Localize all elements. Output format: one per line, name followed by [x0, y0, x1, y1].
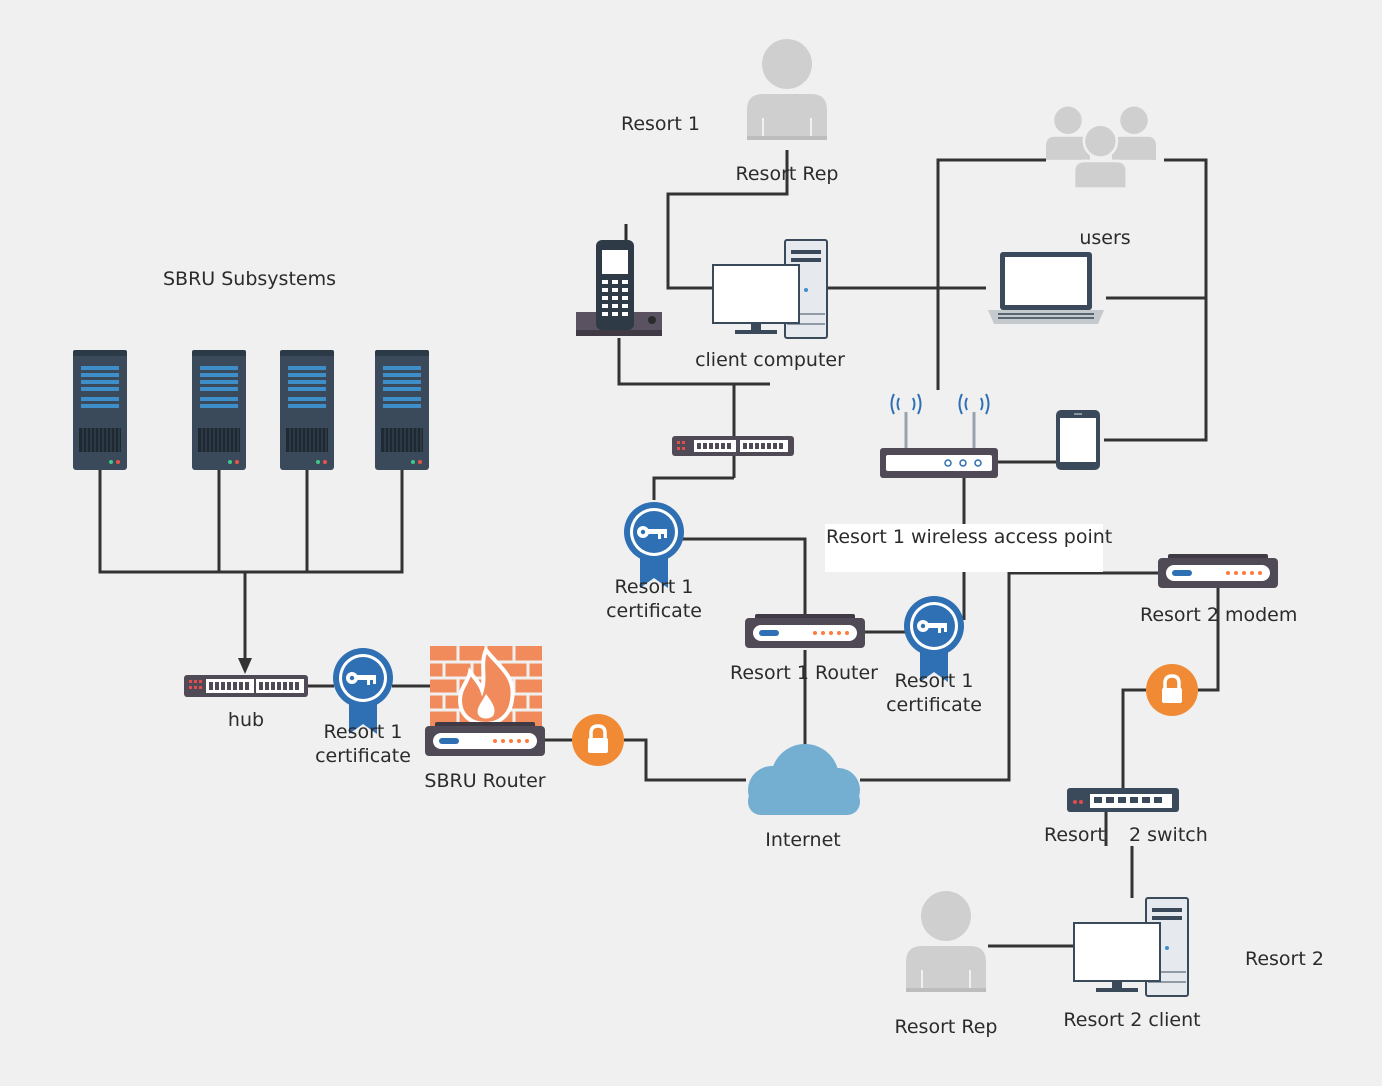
client-computer-label: client computer	[695, 349, 845, 371]
phone-icon	[576, 224, 662, 336]
wap-label: Resort 1 wireless access point	[826, 526, 1113, 548]
users-icon	[1046, 106, 1156, 191]
sbru-router-label: SBRU Router	[424, 770, 546, 792]
lock-icon	[570, 712, 626, 768]
resort2-modem-label: Resort 2 modem	[1140, 604, 1298, 626]
server-icon	[72, 349, 128, 471]
arrow-head	[238, 658, 252, 674]
person-icon	[747, 39, 827, 140]
server-icon	[191, 349, 247, 471]
hub-label: hub	[227, 709, 265, 731]
subsystems-title: SBRU Subsystems	[163, 268, 336, 290]
resort1-router-label: Resort 1 Router	[730, 662, 878, 684]
cloud-icon	[748, 744, 860, 815]
wap-label-box	[825, 524, 1103, 572]
server-icon	[279, 349, 335, 471]
router-icon	[425, 722, 545, 756]
server-icon	[374, 349, 430, 471]
certificate-label: Resort 1 certificate	[886, 670, 982, 716]
person-icon	[906, 891, 986, 992]
firewall-icon	[430, 646, 542, 727]
resort2-client-label: Resort 2 client	[1063, 1009, 1201, 1031]
desktop-icon	[712, 239, 828, 339]
wireless-router-icon	[880, 393, 998, 478]
resort-rep-label: Resort Rep	[735, 163, 839, 185]
desktop-icon	[1073, 897, 1189, 997]
router-icon	[745, 614, 865, 648]
resort2-switch-label: Resort 2 switch	[1044, 824, 1208, 846]
certificate-label: Resort 1 certificate	[315, 721, 411, 767]
hub-icon	[184, 675, 308, 697]
users-label: users	[1079, 227, 1131, 249]
resort2-title: Resort 2	[1245, 948, 1324, 970]
resort1-title: Resort 1	[621, 113, 700, 135]
tablet-icon	[1056, 410, 1100, 470]
lock-icon	[1144, 662, 1200, 718]
switch-icon	[672, 436, 794, 456]
certificate-label: Resort 1 certificate	[606, 576, 702, 622]
internet-label: Internet	[765, 829, 841, 851]
laptop-icon	[988, 252, 1104, 324]
modem-icon	[1158, 554, 1278, 588]
connection-lines	[98, 150, 1220, 948]
switch-icon	[1067, 788, 1179, 812]
resort-rep-label: Resort Rep	[894, 1016, 998, 1038]
